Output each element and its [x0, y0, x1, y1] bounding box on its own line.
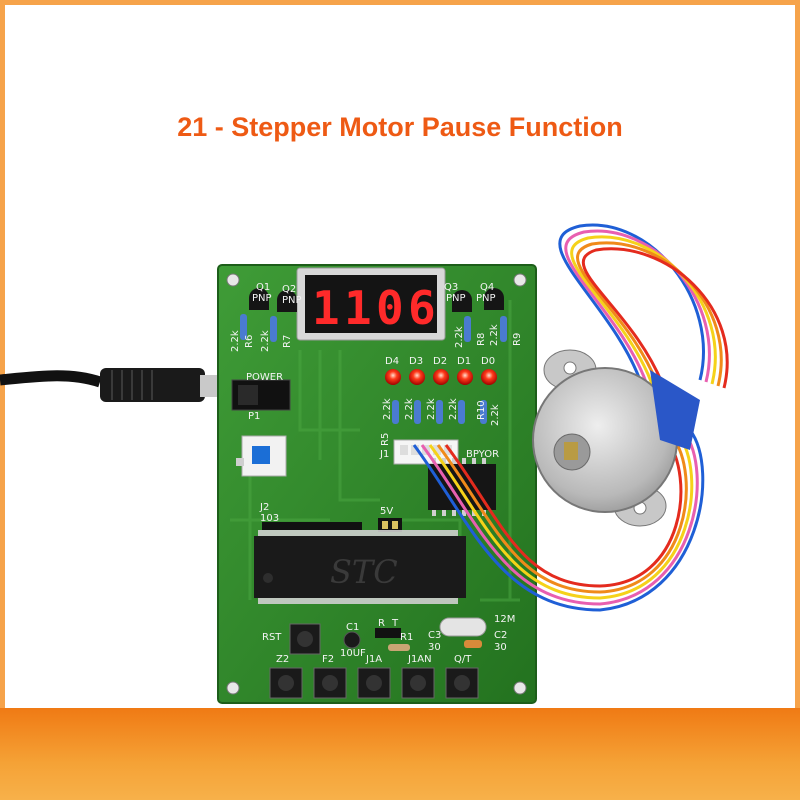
label-5v: 5V — [380, 506, 393, 517]
label-c1: C1 — [346, 622, 359, 633]
button-j1an[interactable] — [401, 667, 435, 699]
digit-1: 1 — [312, 281, 340, 335]
header-5v — [378, 518, 402, 532]
button-qt[interactable] — [445, 667, 479, 699]
button-f2[interactable] — [313, 667, 347, 699]
label-button-qt: Q/T — [454, 654, 472, 665]
label-power: POWER — [246, 372, 283, 383]
label-c3-value: 30 — [428, 642, 441, 653]
label-button-j1a: J1A — [365, 654, 382, 665]
label-12m: 12M — [494, 614, 515, 625]
stepper-motor — [532, 349, 700, 527]
label-d2: D2 — [433, 356, 447, 367]
resistor-network — [262, 522, 362, 530]
seven-segment-display: 1 1 0 6 — [296, 267, 446, 341]
resistors-top — [240, 314, 507, 342]
button-z2[interactable] — [269, 667, 303, 699]
power-switch[interactable] — [236, 435, 287, 477]
label-button-z2: Z2 — [276, 654, 289, 665]
label-c3: C3 — [428, 630, 441, 641]
transistors — [249, 288, 504, 312]
bottom-band — [0, 708, 800, 800]
leds — [385, 369, 497, 385]
label-q4-pnp: PNP — [476, 293, 496, 304]
label-j1: J1 — [379, 449, 389, 460]
label-c2: C2 — [494, 630, 507, 641]
digit-3: 0 — [376, 281, 404, 335]
label-button-j1an: J1AN — [407, 654, 432, 665]
label-r-d1-value: 2.2k — [448, 398, 459, 420]
label-c2-value: 30 — [494, 642, 507, 653]
resistor-r1 — [388, 644, 410, 651]
motor-wires — [412, 223, 729, 612]
label-q1-pnp: PNP — [252, 293, 272, 304]
button-j1a[interactable] — [357, 667, 391, 699]
label-r5: R5 — [380, 433, 391, 446]
label-c1-value: 10UF — [340, 648, 366, 659]
label-q4: Q4 — [480, 282, 494, 293]
label-button-f2: F2 — [322, 654, 334, 665]
power-jack — [231, 379, 291, 411]
capacitor — [464, 640, 482, 648]
label-r: R — [378, 618, 385, 629]
label-j2: J2 — [259, 502, 269, 513]
label-rst: RST — [262, 632, 282, 643]
label-q3: Q3 — [444, 282, 458, 293]
capacitor-c1 — [343, 631, 361, 649]
label-bpyor: BPYOR — [466, 449, 499, 460]
label-r-d2-value: 2.2k — [426, 398, 437, 420]
rst-button[interactable] — [289, 623, 321, 655]
label-r1: R1 — [400, 632, 413, 643]
label-r-d3-value: 2.2k — [404, 398, 415, 420]
crystal — [439, 617, 487, 637]
label-r6-value: 2.2k — [230, 330, 241, 352]
label-r9: R9 — [512, 333, 523, 346]
label-d0: D0 — [481, 356, 495, 367]
label-r7: R7 — [282, 335, 293, 348]
label-q2: Q2 — [282, 284, 296, 295]
label-r6: R6 — [244, 335, 255, 348]
header-rt — [375, 628, 401, 638]
label-r8-value: 2.2k — [454, 326, 465, 348]
label-d1: D1 — [457, 356, 471, 367]
label-q1: Q1 — [256, 282, 270, 293]
label-q3-pnp: PNP — [446, 293, 466, 304]
label-q2-pnp: PNP — [282, 295, 302, 306]
label-r8: R8 — [476, 333, 487, 346]
label-p1: P1 — [248, 411, 260, 422]
label-r-d4-value: 2.2k — [382, 398, 393, 420]
page-title: 21 - Stepper Motor Pause Function — [177, 112, 623, 142]
label-d3: D3 — [409, 356, 423, 367]
label-r10-value: 2.2k — [490, 404, 501, 426]
chip-marking: STC — [330, 553, 398, 591]
label-r7-value: 2.2k — [260, 330, 271, 352]
label-r10: R10 — [476, 400, 487, 420]
label-d4: D4 — [385, 356, 399, 367]
label-t: T — [391, 618, 399, 629]
digit-4: 6 — [408, 281, 436, 335]
digit-2: 1 — [344, 281, 372, 335]
label-j2-value: 103 — [260, 513, 279, 524]
power-cable — [0, 368, 240, 402]
microcontroller — [254, 530, 466, 604]
label-r9-value: 2.2k — [489, 324, 500, 346]
resistors-row — [392, 400, 487, 424]
